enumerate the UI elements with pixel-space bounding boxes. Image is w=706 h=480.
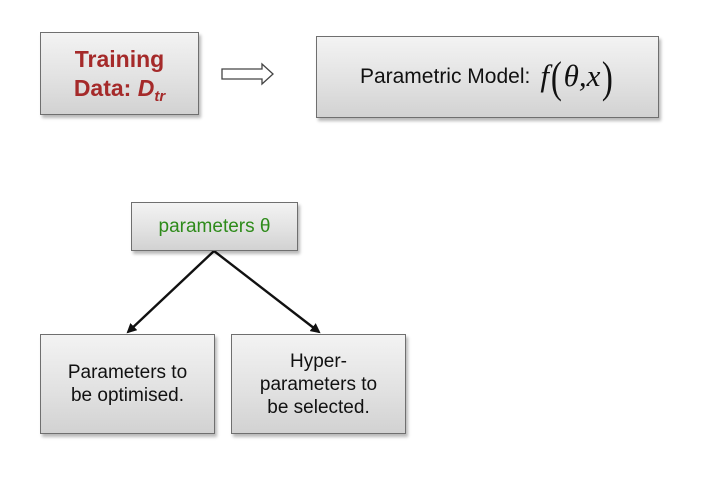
flow-arrow <box>221 62 274 86</box>
selected-line2: parameters to <box>259 373 378 395</box>
optimised-line1: Parameters to <box>67 362 188 383</box>
hyperparameters-selected-box: Hyper- parameters to be selected. <box>231 334 406 434</box>
optimised-line2: be optimised. <box>70 385 184 406</box>
training-data-symbol: D <box>137 74 155 101</box>
model-formula: f(θ,x) <box>540 52 615 103</box>
training-data-box: Training Data: Dtr <box>40 32 199 115</box>
branch-right-arrow <box>213 250 321 334</box>
parametric-model-label: Parametric Model: <box>359 65 531 88</box>
model-paren-open: ( <box>550 52 562 102</box>
model-args: θ,x <box>563 57 601 93</box>
model-func: f <box>540 57 549 93</box>
branch-left-arrow <box>126 250 215 334</box>
parameters-box: parameters θ <box>131 202 298 251</box>
selected-line3: be selected. <box>267 396 370 418</box>
training-data-prefix: Data: <box>73 74 138 101</box>
parameters-label: parameters θ <box>158 215 271 237</box>
model-paren-close: ) <box>602 52 614 102</box>
training-data-line1: Training <box>74 45 165 72</box>
selected-line1: Hyper- <box>289 350 347 372</box>
training-data-line2: Data: Dtr <box>73 74 166 105</box>
training-data-subscript: tr <box>154 87 166 105</box>
parametric-model-box: Parametric Model: f(θ,x) <box>316 36 659 118</box>
parameters-optimised-box: Parameters to be optimised. <box>40 334 215 434</box>
